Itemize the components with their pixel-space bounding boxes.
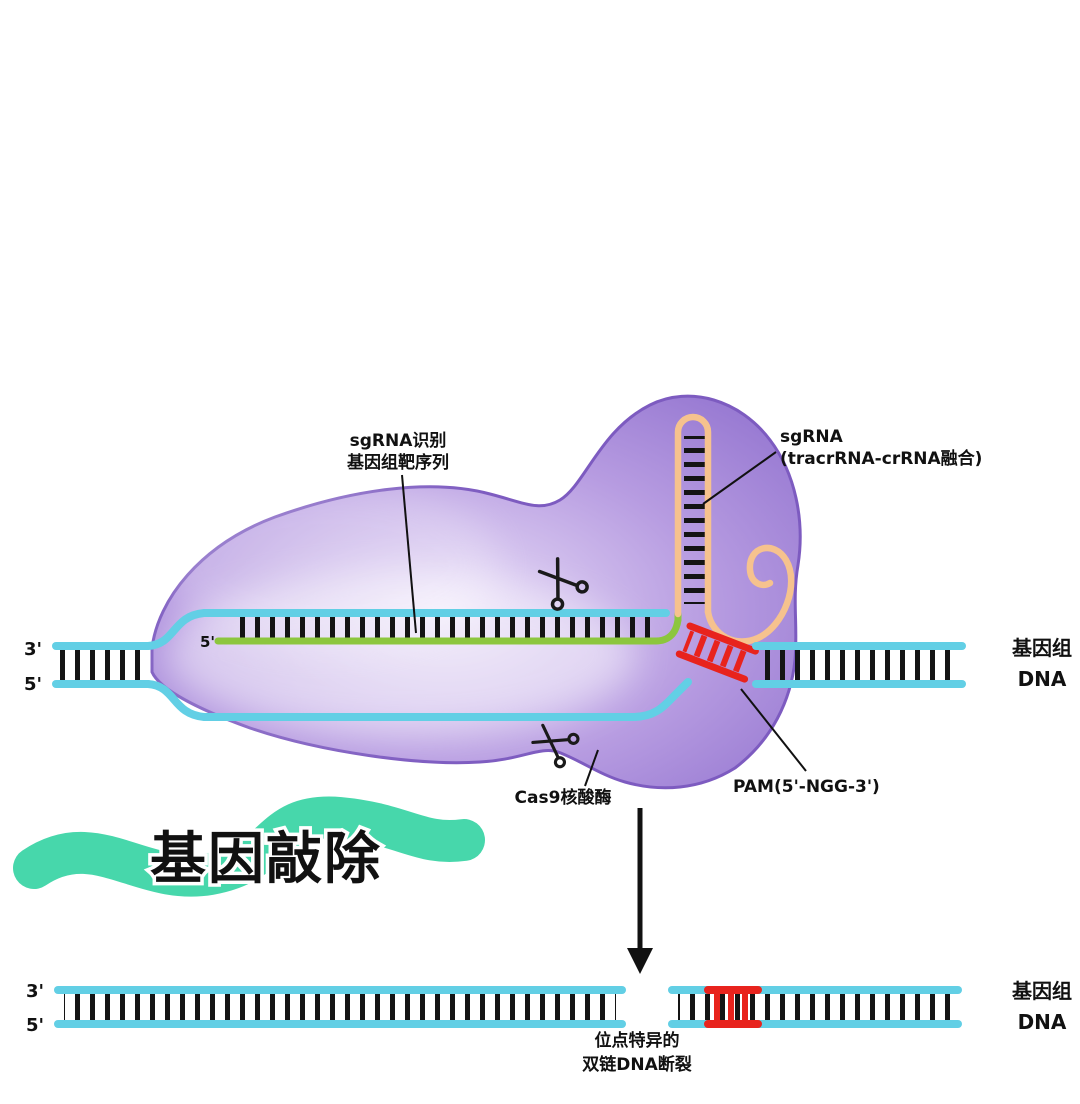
label-sgrna-target-line1: sgRNA识别 xyxy=(350,431,447,451)
sgrna-hairpin xyxy=(674,413,795,645)
label-pam: PAM(5'-NGG-3') xyxy=(733,777,880,797)
down-arrow xyxy=(627,808,653,974)
label-break-line2: 双链DNA断裂 xyxy=(582,1054,692,1075)
label-genome-bottom-line2: DNA xyxy=(1018,1010,1067,1034)
label-5-prime-bottom: 5' xyxy=(26,1015,44,1036)
pam-rungs xyxy=(682,630,751,674)
sgrna-spacer-strand xyxy=(214,610,682,645)
label-3-prime-top: 3' xyxy=(24,639,42,660)
dna-top-strand xyxy=(144,609,670,650)
label-3-prime-bottom: 3' xyxy=(26,981,44,1002)
dna-bottom-left-segment xyxy=(54,986,626,1028)
scissors-icon-top xyxy=(537,557,589,611)
dna-top-left-segment xyxy=(52,642,152,688)
title-gene-knockout: 基因敲除 xyxy=(150,827,382,892)
break-site-red-segment xyxy=(704,986,762,1028)
tracrrna-tail-loop xyxy=(704,544,795,645)
label-genome-bottom-line1: 基因组 xyxy=(1012,979,1072,1003)
leader-sgrna-target xyxy=(401,474,417,634)
label-genome-top-line1: 基因组 xyxy=(1012,636,1072,660)
dna-rungs xyxy=(64,993,616,1021)
label-sgrna-line2: (tracrRNA-crRNA融合) xyxy=(780,448,982,469)
label-sgrna-line1: sgRNA xyxy=(780,427,844,447)
label-genome-top-line2: DNA xyxy=(1018,667,1067,691)
dna-rungs xyxy=(764,649,956,681)
teal-brush-stroke xyxy=(13,796,485,897)
protein-upper-highlight xyxy=(160,480,500,650)
scissors-icon-bottom xyxy=(531,723,580,769)
hairpin-rungs xyxy=(684,436,705,604)
leader-pam xyxy=(740,688,807,772)
target-pairing-rungs xyxy=(230,616,654,638)
label-5-prime-top: 5' xyxy=(24,674,42,695)
leader-sgrna xyxy=(702,451,777,505)
break-red-rungs xyxy=(712,993,756,1021)
leader-cas9 xyxy=(584,749,599,787)
arrowhead xyxy=(627,948,653,974)
label-break-line1: 位点特异的 xyxy=(595,1030,680,1051)
dna-bottom-strand xyxy=(144,678,692,721)
dna-rungs xyxy=(58,649,144,681)
pam-duplex xyxy=(675,622,759,683)
dna-unwound-strands xyxy=(144,609,692,721)
dna-bottom-right-segment xyxy=(668,986,962,1028)
hairpin-backbone xyxy=(674,413,712,618)
dna-top-right-segment xyxy=(752,642,966,688)
label-cas9: Cas9核酸酶 xyxy=(515,787,612,808)
label-5-prime-inner: 5' xyxy=(200,633,215,651)
label-sgrna-target-line2: 基因组靶序列 xyxy=(346,452,449,473)
